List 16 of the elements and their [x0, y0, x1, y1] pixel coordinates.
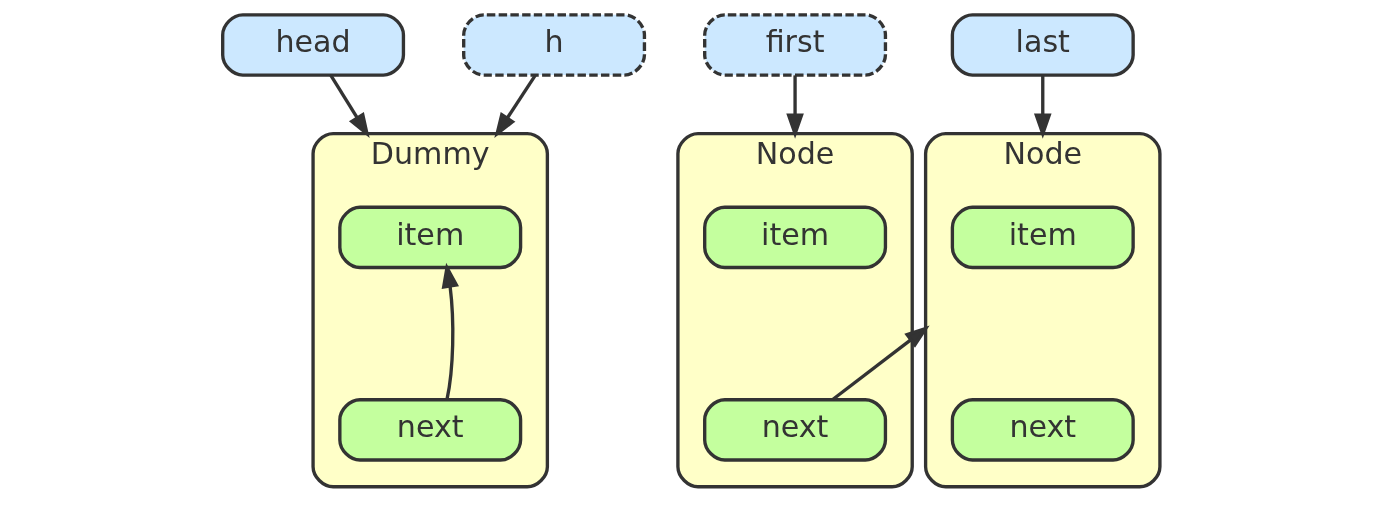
arrow: [328, 74, 370, 138]
arrow: [441, 262, 459, 400]
node-box: head: [220, 13, 405, 77]
arrow: [493, 74, 537, 138]
node-box: item: [337, 205, 522, 270]
arrow: [1033, 75, 1052, 139]
node-box: next: [337, 398, 522, 462]
node-box: first: [702, 13, 887, 77]
node-box: next: [702, 398, 887, 462]
node-box: item: [702, 205, 887, 270]
arrow: [831, 325, 930, 401]
arrow: [785, 75, 804, 139]
node-box: next: [950, 398, 1135, 462]
node-box: h: [461, 13, 646, 77]
node-box: item: [950, 205, 1135, 270]
node-box: last: [950, 13, 1135, 77]
